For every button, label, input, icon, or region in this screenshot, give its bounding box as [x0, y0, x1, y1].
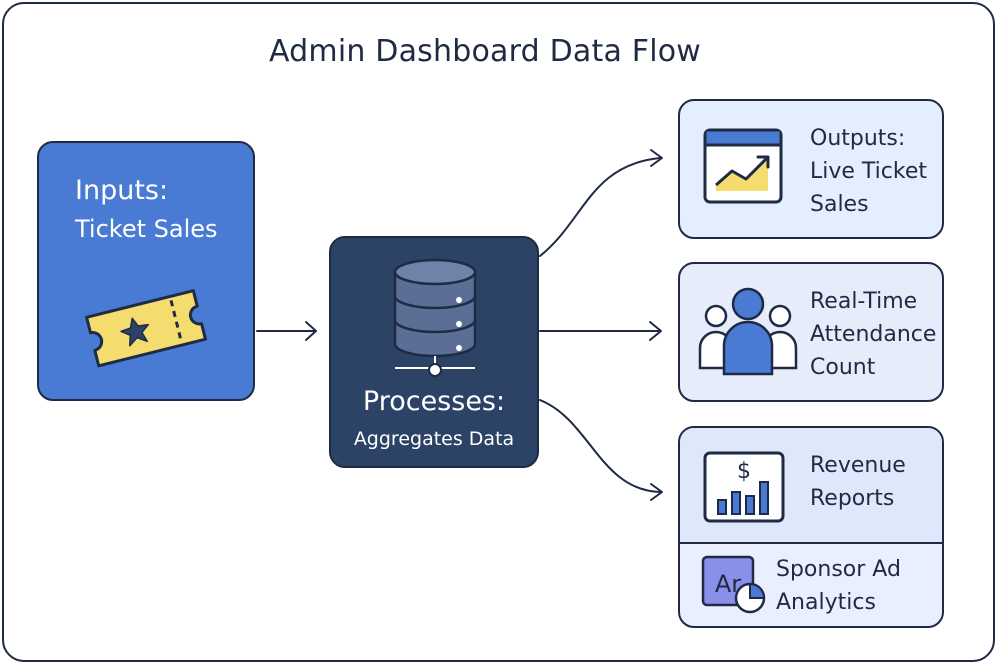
connector-arrowhead-output1: [650, 149, 663, 167]
processes-box: Processes: Aggregates Data: [329, 236, 539, 468]
ad-pie-chart-icon: Ar: [701, 555, 766, 614]
connector-process-to-output1: [539, 157, 661, 257]
output3-line1: Revenue: [810, 453, 906, 478]
connector-arrowhead-output2: [649, 321, 662, 341]
output-attendance-count: Real-Time Attendance Count: [678, 262, 944, 402]
output4-line1: Sponsor Ad: [776, 557, 901, 582]
output2-line3: Count: [810, 355, 876, 380]
output1-line3: Sales: [810, 192, 869, 217]
line-chart-window-icon: [703, 128, 783, 204]
output-live-ticket-sales: Outputs: Live Ticket Sales: [678, 99, 944, 239]
inputs-subheading: Ticket Sales: [75, 215, 218, 243]
svg-text:$: $: [737, 459, 751, 484]
processes-heading: Processes:: [362, 386, 506, 417]
inputs-heading: Inputs:: [75, 175, 169, 206]
diagram-title: Admin Dashboard Data Flow: [268, 34, 702, 69]
output2-line2: Attendance: [810, 322, 937, 347]
connector-process-to-output3: [539, 399, 661, 493]
processes-subheading: Aggregates Data: [353, 428, 515, 450]
people-group-icon: [698, 287, 798, 376]
database-icon: [393, 258, 477, 377]
output-revenue-and-sponsor: $ Revenue Reports Ar Sponsor Ad Analytic…: [678, 426, 944, 628]
dollar-bar-chart-icon: $: [703, 451, 785, 523]
connector-arrowhead-output3: [650, 483, 663, 501]
output4-line2: Analytics: [776, 590, 876, 615]
revenue-reports-section: [680, 428, 942, 544]
output3-line2: Reports: [810, 486, 895, 511]
output1-line1: Outputs:: [810, 126, 906, 151]
output1-line2: Live Ticket: [810, 159, 928, 184]
connector-arrowhead-input: [305, 321, 317, 341]
inputs-box: Inputs: Ticket Sales: [37, 141, 255, 401]
ticket-icon: [85, 289, 207, 368]
output2-line1: Real-Time: [810, 289, 918, 314]
